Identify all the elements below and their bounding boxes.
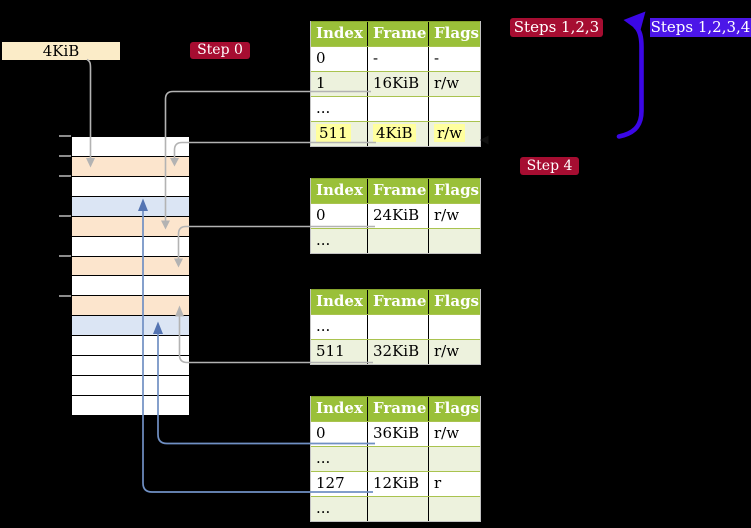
column-header: Flags — [428, 179, 480, 203]
memory-row-orange — [72, 255, 189, 276]
table-row: ... — [311, 446, 480, 471]
table-row: ... — [311, 496, 480, 521]
memory-row-orange — [72, 295, 189, 316]
memory-row-white — [72, 335, 189, 356]
memory-row-orange — [72, 155, 189, 176]
table-row: 0 - - — [311, 46, 480, 71]
table-row: ... — [311, 228, 480, 253]
recursive-loop-arrow — [616, 11, 646, 139]
highlighted-value: 511 — [316, 124, 351, 142]
page-table-level4: Index Frame Flags 0 - - 1 16KiB r/w ... … — [310, 21, 481, 147]
memory-tick — [59, 215, 71, 217]
loop-arrow-shaft — [616, 24, 644, 139]
column-header: Flags — [428, 290, 480, 314]
table-row: ... — [311, 314, 480, 339]
memory-row-white — [72, 235, 189, 256]
column-header: Flags — [428, 22, 480, 46]
memory-row-blue — [72, 315, 189, 336]
memory-tick — [59, 155, 71, 157]
memory-row-white — [72, 355, 189, 376]
memory-row-white — [72, 375, 189, 395]
memory-row-white — [72, 275, 189, 296]
table-row: 0 36KiB r/w — [311, 421, 480, 446]
memory-row-white — [72, 394, 189, 415]
table-header-row: Index Frame Flags — [311, 178, 480, 203]
page-table-level1: Index Frame Flags 0 36KiB r/w ... 127 12… — [310, 396, 481, 522]
table-row: 511 32KiB r/w — [311, 339, 480, 364]
table-row: 1 16KiB r/w — [311, 71, 480, 96]
badge-step-0: Step 0 — [190, 42, 250, 59]
column-header: Index — [316, 399, 363, 417]
frame-size-label: 4KiB — [1, 41, 121, 61]
memory-tick — [59, 255, 71, 257]
memory-tick — [59, 135, 71, 137]
page-table-level2: Index Frame Flags ... 511 32KiB r/w — [310, 289, 481, 365]
table-header-row: Index Frame Flags — [311, 289, 480, 314]
badge-steps-1234: Steps 1,2,3,4 — [650, 18, 751, 37]
column-header: Index — [316, 292, 363, 310]
memory-tick — [59, 175, 71, 177]
table-row: 0 24KiB r/w — [311, 203, 480, 228]
badge-steps-123: Steps 1,2,3 — [510, 18, 603, 37]
memory-row-orange — [72, 215, 189, 236]
table-header-row: Index Frame Flags — [311, 396, 480, 421]
highlighted-value: r/w — [434, 124, 466, 142]
badge-step-4: Step 4 — [520, 157, 579, 175]
table-row-highlighted: 511 4KiB r/w — [311, 121, 480, 146]
table-row: 127 12KiB r — [311, 471, 480, 496]
column-header: Frame — [367, 22, 428, 46]
table-row: ... — [311, 96, 480, 121]
highlighted-value: 4KiB — [373, 124, 416, 142]
column-header: Flags — [428, 397, 480, 421]
physical-memory-column — [71, 136, 190, 416]
memory-tick — [59, 295, 71, 297]
arrowhead-left-icon — [623, 11, 646, 32]
column-header: Frame — [367, 397, 428, 421]
arrowhead-left-icon — [480, 135, 489, 145]
table-header-row: Index Frame Flags — [311, 21, 480, 46]
memory-row-white — [72, 175, 189, 196]
page-table-level3: Index Frame Flags 0 24KiB r/w ... — [310, 178, 481, 254]
column-header: Frame — [367, 179, 428, 203]
column-header: Index — [316, 181, 363, 199]
memory-row-blue — [72, 195, 189, 216]
column-header: Index — [316, 24, 363, 42]
memory-row-white — [72, 137, 189, 156]
column-header: Frame — [367, 290, 428, 314]
